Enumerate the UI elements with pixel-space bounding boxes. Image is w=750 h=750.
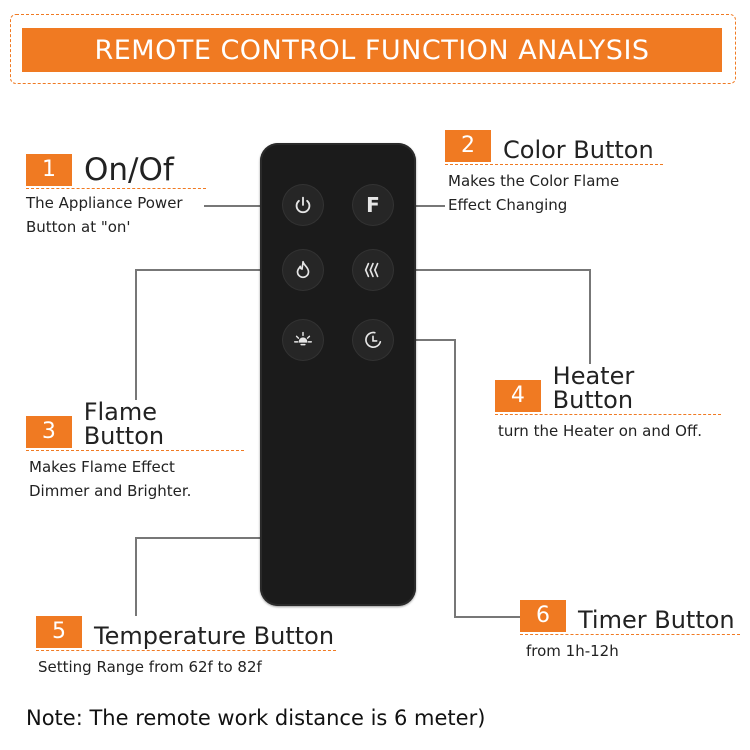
feature-description: Makes Flame Effect Dimmer and Brighter. — [29, 458, 192, 500]
power-button[interactable] — [283, 185, 323, 225]
title-frame — [10, 14, 736, 84]
feature-title: Color Button — [503, 136, 654, 164]
feature-flame-button: 3 Flame Button Makes Flame Effect Dimmer… — [26, 400, 244, 503]
feature-temperature-button: 5 Temperature Button Setting Range from … — [36, 616, 336, 679]
feature-on-off: 1 On/Of The Appliance Power Button at "o… — [26, 154, 206, 239]
note-text: Note: The remote work distance is 6 mete… — [26, 706, 486, 730]
heater-button[interactable] — [353, 250, 393, 290]
remote-control: F — [260, 143, 416, 606]
feature-title: Timer Button — [578, 606, 735, 634]
feature-description: Makes the Color Flame Effect Changing — [448, 172, 620, 214]
flame-button[interactable] — [283, 250, 323, 290]
flame-icon — [296, 260, 310, 279]
feature-color-button: 2 Color Button Makes the Color Flame Eff… — [445, 130, 663, 217]
feature-description: The Appliance Power Button at "on' — [26, 194, 183, 236]
feature-number-badge: 2 — [445, 130, 491, 162]
feature-number-badge: 1 — [26, 154, 72, 186]
timer-button[interactable] — [353, 320, 393, 360]
lamp-icon — [294, 331, 312, 346]
timer-icon — [365, 331, 382, 348]
temperature-button[interactable] — [283, 320, 323, 360]
feature-timer-button: 6 Timer Button from 1h-12h — [520, 600, 740, 663]
feature-heater-button: 4 Heater Button turn the Heater on and O… — [495, 364, 721, 443]
feature-description: from 1h-12h — [526, 642, 619, 660]
feature-title: Heater Button — [552, 362, 635, 414]
feature-title: Temperature Button — [94, 622, 335, 650]
feature-number-badge: 6 — [520, 600, 566, 632]
color-f-icon: F — [366, 193, 380, 217]
color-button[interactable]: F — [353, 185, 393, 225]
feature-number-badge: 3 — [26, 416, 72, 448]
feature-number-badge: 4 — [495, 380, 541, 412]
feature-title: On/Of — [84, 152, 174, 188]
page-title: REMOTE CONTROL FUNCTION ANALYSIS — [22, 28, 722, 72]
feature-description: Setting Range from 62f to 82f — [38, 658, 262, 676]
feature-title: Flame Button — [83, 398, 165, 450]
heat-waves-icon — [364, 262, 379, 278]
feature-number-badge: 5 — [36, 616, 82, 648]
power-icon — [295, 196, 311, 214]
feature-description: turn the Heater on and Off. — [498, 422, 703, 440]
